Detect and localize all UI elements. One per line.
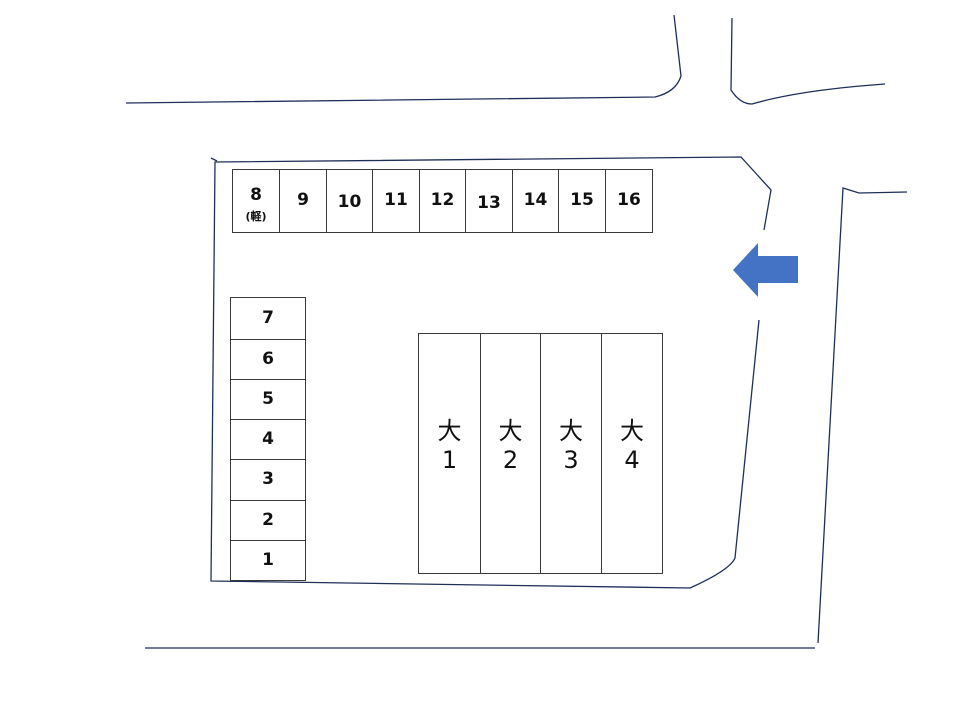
slot-number: 12 [430, 190, 455, 210]
slot-note: (軽) [245, 210, 267, 223]
slot-number: 3 [262, 469, 274, 489]
parking-slot-1: 1 [230, 540, 306, 581]
large-slot-kanji: 大 [620, 417, 644, 445]
slot-number: 6 [262, 349, 274, 369]
parking-slot-10: 10 [326, 169, 373, 233]
road-top-right [730, 17, 886, 105]
lot-boundary [210, 156, 772, 589]
large-slot-kanji: 大 [437, 417, 462, 445]
parking-slot-11: 11 [372, 169, 420, 233]
slot-number: 16 [617, 190, 641, 210]
parking-slot-14: 14 [512, 169, 559, 233]
slot-number: 2 [262, 510, 274, 530]
parking-slot-4: 4 [230, 419, 306, 460]
large-slot-number: 2 [502, 446, 519, 474]
parking-slot-16: 16 [605, 169, 653, 233]
parking-slot-3: 3 [230, 459, 306, 501]
parking-slot-5: 5 [230, 379, 306, 420]
slot-number: 13 [477, 193, 501, 213]
large-slot-number: 3 [563, 446, 579, 474]
parking-slot-9: 9 [279, 169, 327, 233]
slot-number: 8 [250, 185, 262, 205]
slot-number: 5 [262, 389, 274, 409]
large-slot-kanji: 大 [498, 417, 523, 445]
slot-number: 11 [384, 190, 408, 210]
slot-number: 4 [262, 429, 274, 449]
slot-number: 7 [262, 308, 274, 328]
large-slot-kanji: 大 [559, 417, 583, 445]
left-arrow-icon [733, 243, 798, 297]
parking-slot-6: 6 [230, 339, 306, 380]
parking-slot-12: 12 [419, 169, 466, 233]
large-slot-number: 4 [624, 446, 640, 474]
slot-number: 9 [297, 190, 309, 210]
slot-number: 10 [337, 192, 362, 212]
lot-corner-tick [210, 157, 218, 162]
parking-slot-2: 2 [230, 500, 306, 541]
large-slot-number: 1 [441, 446, 458, 474]
parking-slot-13: 13 [465, 169, 513, 233]
parking-slot-8: 8 (軽) [232, 169, 280, 233]
road-right [817, 187, 908, 644]
slot-number: 14 [523, 190, 548, 210]
road-top-left [125, 14, 682, 104]
slot-number: 15 [570, 190, 594, 210]
parking-slot-15: 15 [558, 169, 606, 233]
parking-slot-7: 7 [230, 297, 306, 340]
slot-number: 1 [262, 550, 274, 570]
